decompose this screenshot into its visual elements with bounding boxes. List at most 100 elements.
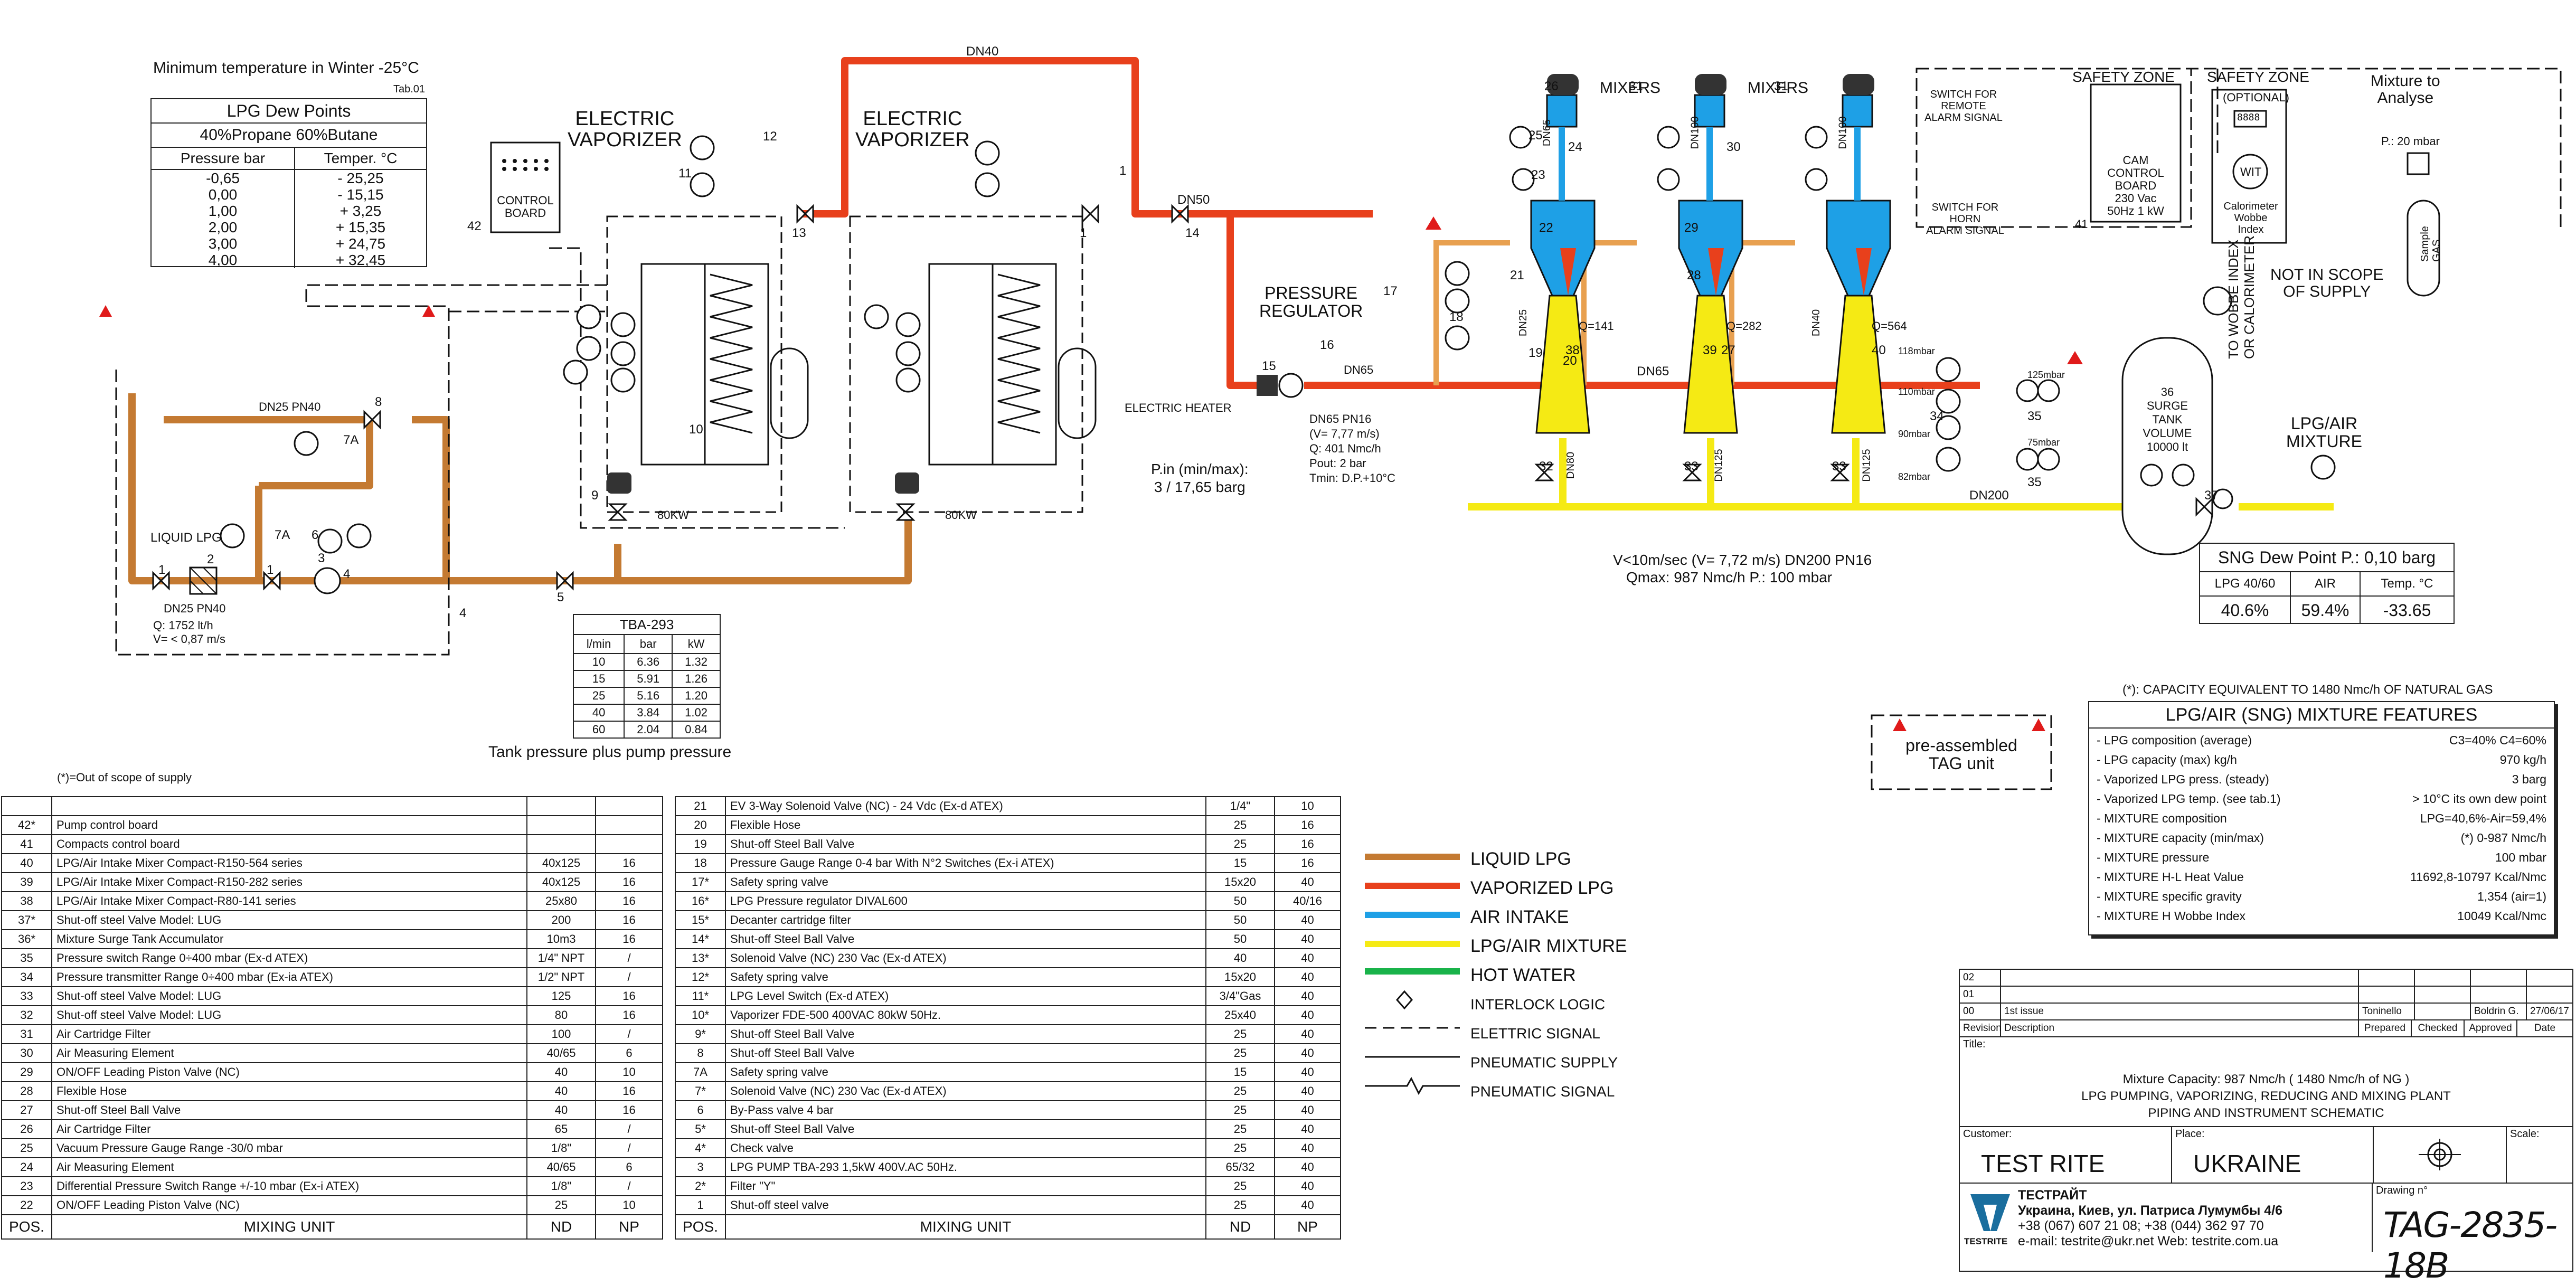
tag-number: 1 xyxy=(1080,226,1087,240)
mbar-118: 118mbar xyxy=(1898,346,1935,356)
dn50-label: DN50 xyxy=(1177,193,1210,207)
q141: Q=141 xyxy=(1579,319,1614,333)
company-name: ТЕСТРАЙТ xyxy=(2018,1188,2087,1203)
lpg-branch-to-mixers xyxy=(1433,240,1795,385)
parts-row: 10*Vaporizer FDE-500 400VAC 80kW 50Hz.25… xyxy=(675,1005,1341,1025)
tag-number: 33 xyxy=(1832,459,1846,474)
pin-label: P.in (min/max):3 / 17,65 barg xyxy=(1151,461,1249,495)
tag-number: 30 xyxy=(1726,140,1741,154)
tag-number: 3 xyxy=(318,551,325,565)
legend-vaporized-lpg: VAPORIZED LPG xyxy=(1470,878,1614,898)
dn125-a: DN125 xyxy=(1713,449,1725,482)
tag-number: 12 xyxy=(763,129,777,144)
tag-number: 10 xyxy=(689,422,703,437)
legend-mixture: LPG/AIR MIXTURE xyxy=(1470,936,1627,956)
title-line-3: PIPING AND INSTRUMENT SCHEMATIC xyxy=(2148,1106,2384,1120)
tag-number: 8 xyxy=(375,395,382,409)
dew-row: 3,00+ 24,75 xyxy=(152,235,426,252)
dn125-b: DN125 xyxy=(1861,449,1873,482)
tag-number: 40 xyxy=(1872,343,1886,357)
tag-number: 7A xyxy=(275,528,290,542)
vaporizer-2 xyxy=(849,215,1097,513)
dn65-mixer: DN65 xyxy=(1541,119,1553,147)
min-temp-note: Minimum temperature in Winter -25°C xyxy=(153,59,419,77)
dn200-line: DN200 xyxy=(1969,488,2009,503)
dn25-mixer: DN25 xyxy=(1517,309,1530,337)
tag-number: 7A xyxy=(343,433,359,447)
tag-number: 29 xyxy=(1684,221,1699,235)
tag-number: 33 xyxy=(1684,459,1699,474)
company-phones: +38 (067) 607 21 08; +38 (044) 362 97 70 xyxy=(2018,1218,2264,1233)
dew-row: 4,00+ 32,45 xyxy=(152,252,426,268)
tab-ref: Tab.01 xyxy=(393,83,426,95)
q282: Q=282 xyxy=(1726,319,1762,333)
tag-number: 2 xyxy=(207,552,214,566)
features-box: LPG/AIR (SNG) MIXTURE FEATURES - LPG com… xyxy=(2088,701,2555,935)
tag-number: 35 xyxy=(2027,475,2042,489)
vaporized-lpg-pipes xyxy=(803,57,1980,389)
wit-label: WIT xyxy=(2240,165,2262,178)
feature-row: - Vaporized LPG temp. (see tab.1)> 10°C … xyxy=(2097,792,2546,806)
sng-table: SNG Dew Point P.: 0,10 barg LPG 40/60 AI… xyxy=(2199,543,2455,624)
tag-number: 15 xyxy=(1262,359,1276,373)
liquid-lpg-label: LIQUID LPG xyxy=(150,531,222,545)
tag-number: 1 xyxy=(267,563,274,577)
customer-name: TEST RITE xyxy=(1981,1150,2105,1177)
dew-title: LPG Dew Points xyxy=(152,99,426,124)
tag-number: 19 xyxy=(1528,346,1543,360)
mbar-90: 90mbar xyxy=(1898,429,1931,439)
tag-number: 14 xyxy=(1185,226,1200,240)
sng-title: SNG Dew Point P.: 0,10 barg xyxy=(2200,544,2454,572)
mixture-pipes xyxy=(1468,438,2334,510)
dn40-mixer: DN40 xyxy=(1810,309,1823,337)
mixers-label-1: MIXERS xyxy=(1600,79,1661,97)
tag-number: 26 xyxy=(1544,79,1559,93)
dn65-reg: DN65 xyxy=(1344,363,1374,376)
liquid-lpg-pipes xyxy=(128,393,912,584)
title-line-1: Mixture Capacity: 987 Nmc/h ( 1480 Nmc/h… xyxy=(2122,1072,2410,1086)
mixer-1 xyxy=(1530,74,1596,434)
tag-number: 31 xyxy=(1774,79,1788,93)
pos-42: 42 xyxy=(467,219,482,233)
legend-pneumatic-supply: PNEUMATIC SUPPLY xyxy=(1470,1054,1618,1071)
scope-note: (*)=Out of scope of supply xyxy=(57,771,192,784)
logo-text: TESTRITE xyxy=(1964,1236,2008,1246)
dew-row: 1,00+ 3,25 xyxy=(152,203,426,219)
features-title: LPG/AIR (SNG) MIXTURE FEATURES xyxy=(2089,702,2554,729)
title-section: Title: Mixture Capacity: 987 Nmc/h ( 148… xyxy=(1960,1037,2572,1127)
tag-number: 5 xyxy=(557,590,564,604)
control-board xyxy=(490,141,561,233)
mbar-82: 82mbar xyxy=(1898,471,1931,482)
tag-number: 1 xyxy=(1119,164,1127,178)
customer-section: Customer: TEST RITE Place: UKRAINE Scale… xyxy=(1960,1127,2572,1184)
legend-lines xyxy=(1365,854,1460,1095)
company-section: TESTRITE ТЕСТРАЙТ Украина, Киев, ул. Пат… xyxy=(1960,1184,2572,1286)
tag-number: 11 xyxy=(678,166,692,181)
place-name: UKRAINE xyxy=(2193,1150,2301,1177)
